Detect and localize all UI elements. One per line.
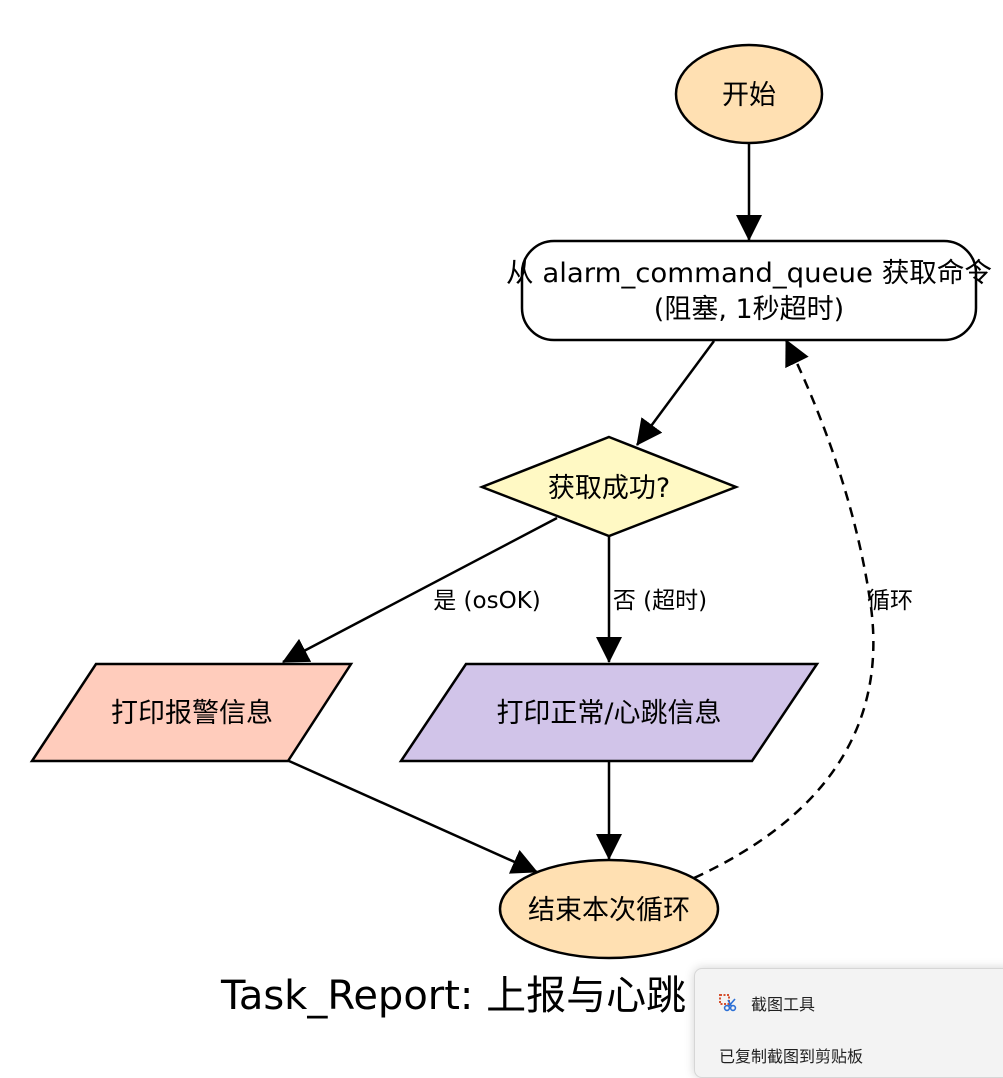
diagram-title: Task_Report: 上报与心跳 [220,973,686,1019]
node-decision [478,435,740,538]
node-end-loop-label: 结束本次循环 [528,895,690,926]
edge-label-yes: 是 (osOK) [433,588,541,614]
edge-alarm-to-end [288,759,538,874]
notification-message: 已复制截图到剪贴板 [719,1047,864,1066]
node-decision-label: 获取成功? [548,473,670,504]
node-print-alarm-label: 打印报警信息 [111,698,273,729]
edge-decision-yes [282,516,558,664]
node-get-command-label-line2: (阻塞, 1秒超时) [654,294,844,325]
snipping-tool-notification[interactable]: 截图工具 已复制截图到剪贴板 [694,968,1003,1078]
node-start [674,43,824,145]
edge-label-loop: 循环 [867,588,913,614]
edge-get-command-to-decision [635,340,716,446]
snipping-tool-icon [719,994,737,1012]
edge-label-no: 否 (超时) [613,588,707,614]
node-print-normal [398,662,820,763]
node-print-normal-label: 打印正常/心跳信息 [496,698,721,729]
node-end-loop [498,858,720,960]
node-start-label: 开始 [722,80,776,111]
node-get-command-label-line1: 从 alarm_command_queue 获取命令 [506,258,992,289]
edge-loop-back [693,339,875,880]
node-get-command [520,239,978,342]
flowchart: 开始 从 alarm_command_queue 获取命令 (阻塞, 1秒超时)… [29,43,992,1019]
notification-header: 截图工具 [719,991,815,1015]
notification-app-name: 截图工具 [751,995,816,1014]
node-print-alarm [29,662,354,763]
